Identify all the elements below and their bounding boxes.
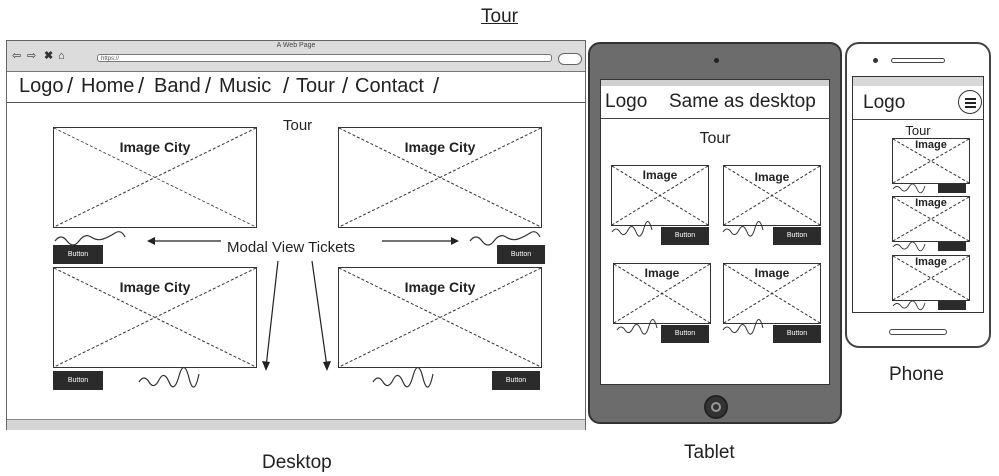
tablet-header-note: Same as desktop bbox=[669, 91, 816, 112]
nav-separator: / bbox=[138, 73, 145, 98]
image-placeholder: Image bbox=[892, 196, 970, 242]
phone-caption: Phone bbox=[889, 364, 944, 385]
image-label: Image City bbox=[119, 139, 191, 155]
tablet-header: Logo Same as desktop bbox=[601, 86, 829, 119]
phone-screen: Logo Tour Image Image Image bbox=[852, 76, 984, 313]
nav-logo[interactable]: Logo bbox=[19, 75, 64, 97]
image-placeholder: Image bbox=[723, 165, 821, 226]
image-placeholder: Image bbox=[611, 165, 709, 226]
image-placeholder: Image City bbox=[338, 127, 542, 228]
home-ring bbox=[711, 402, 721, 412]
browser-status-bar bbox=[7, 419, 585, 430]
phone-home-bar[interactable] bbox=[889, 329, 947, 335]
desktop-caption: Desktop bbox=[262, 452, 332, 473]
desktop-annotations bbox=[54, 231, 541, 388]
image-placeholder: Image City bbox=[53, 127, 257, 228]
close-icon[interactable]: ✖ bbox=[44, 50, 54, 62]
ticket-button[interactable]: Button bbox=[53, 371, 103, 390]
desktop-page-heading: Tour bbox=[283, 117, 313, 134]
tablet-caption: Tablet bbox=[684, 442, 735, 463]
ticket-button[interactable] bbox=[938, 301, 966, 310]
browser-chrome: A Web Page ⇦ ⇨ ✖ ⌂ https:// bbox=[7, 41, 585, 72]
go-button[interactable] bbox=[558, 53, 582, 65]
phone-squiggles bbox=[892, 183, 926, 311]
nav-music[interactable]: Music bbox=[219, 75, 272, 97]
desktop-nav-bar: Logo / Home / Band / Music / Tour / Cont… bbox=[7, 71, 585, 103]
ticket-button[interactable]: Button bbox=[497, 245, 545, 264]
ticket-button[interactable]: Button bbox=[492, 371, 540, 390]
tablet-heading: Tour bbox=[699, 130, 731, 147]
image-label: Image bbox=[915, 197, 947, 209]
phone-speaker bbox=[891, 58, 945, 63]
ticket-button[interactable] bbox=[938, 184, 966, 193]
image-placeholder: Image bbox=[892, 138, 970, 184]
image-label: Image City bbox=[404, 139, 476, 155]
image-label: Image bbox=[915, 139, 947, 151]
nav-contact[interactable]: Contact bbox=[355, 75, 424, 97]
tablet-home-button-icon[interactable] bbox=[704, 395, 728, 419]
phone-camera bbox=[873, 58, 878, 63]
modal-annotation: Modal View Tickets bbox=[227, 239, 356, 256]
image-placeholder: Image bbox=[892, 255, 970, 301]
ticket-button[interactable] bbox=[938, 242, 966, 251]
nav-separator: / bbox=[67, 73, 74, 98]
ticket-button[interactable]: Button bbox=[773, 227, 821, 245]
tablet-screen: Logo Same as desktop Tour Image Image Im… bbox=[600, 79, 830, 385]
desktop-browser-window: A Web Page ⇦ ⇨ ✖ ⌂ https:// Logo / Home … bbox=[6, 40, 586, 430]
nav-tour[interactable]: Tour bbox=[296, 75, 335, 97]
image-placeholder: Image City bbox=[53, 267, 257, 368]
nav-separator: / bbox=[283, 73, 290, 98]
diagram-title: Tour bbox=[481, 6, 518, 27]
nav-home[interactable]: Home bbox=[81, 75, 135, 97]
phone-status-bar bbox=[853, 77, 983, 86]
image-placeholder: Image City bbox=[338, 267, 542, 368]
tablet-squiggles bbox=[611, 221, 764, 335]
image-placeholder: Image bbox=[723, 263, 821, 324]
image-label: Image City bbox=[404, 279, 476, 295]
nav-separator: / bbox=[433, 73, 440, 98]
ticket-button[interactable]: Button bbox=[773, 325, 821, 343]
image-label: Image City bbox=[119, 279, 191, 295]
phone-heading: Tour bbox=[905, 123, 931, 138]
image-label: Image bbox=[642, 168, 678, 182]
image-label: Image bbox=[754, 266, 790, 280]
tablet-status-bar bbox=[601, 80, 829, 86]
forward-arrow-icon[interactable]: ⇨ bbox=[27, 50, 37, 62]
image-label: Image bbox=[754, 170, 790, 184]
ticket-button[interactable]: Button bbox=[53, 245, 103, 264]
back-arrow-icon[interactable]: ⇦ bbox=[12, 50, 22, 62]
home-icon[interactable]: ⌂ bbox=[58, 50, 65, 62]
image-label: Image bbox=[915, 256, 947, 268]
nav-separator: / bbox=[342, 73, 349, 98]
nav-separator: / bbox=[205, 73, 212, 98]
url-bar[interactable]: https:// bbox=[97, 54, 552, 62]
phone-header: Logo bbox=[853, 86, 983, 120]
hamburger-menu-icon[interactable] bbox=[958, 90, 982, 114]
tablet-camera bbox=[714, 58, 719, 63]
phone-logo[interactable]: Logo bbox=[863, 92, 906, 113]
image-placeholder: Image bbox=[613, 263, 711, 324]
ticket-button[interactable]: Button bbox=[661, 227, 709, 245]
nav-band[interactable]: Band bbox=[154, 75, 201, 97]
tablet-frame: Logo Same as desktop Tour Image Image Im… bbox=[588, 42, 842, 424]
tablet-logo[interactable]: Logo bbox=[605, 91, 648, 112]
image-label: Image bbox=[644, 266, 680, 280]
phone-frame: Logo Tour Image Image Image bbox=[845, 42, 991, 348]
ticket-button[interactable]: Button bbox=[661, 325, 709, 343]
window-title: A Web Page bbox=[276, 42, 316, 49]
